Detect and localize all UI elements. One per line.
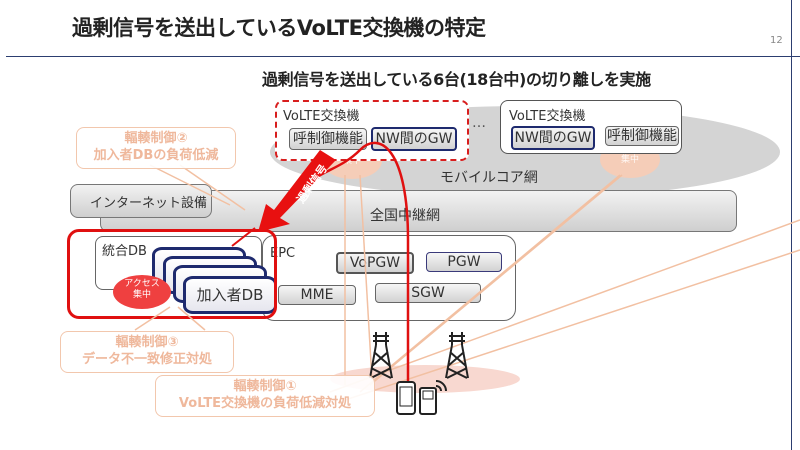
signal-flow-curve [299,141,410,385]
internet-equipment-label: インターネット設備 [90,196,208,211]
header-divider [6,56,800,57]
ellipsis: … [472,115,488,131]
subscriber-db-label: 加入者DB [196,286,264,304]
vopgw-node[interactable]: VoPGW [336,252,414,274]
feature-phone-icon [419,387,437,415]
access-line2: 集中 [132,290,151,300]
internet-equipment-box [70,184,212,218]
signal-path-line [344,249,800,401]
access-concentration-badge: アクセス 集中 [113,275,171,309]
excess-signal-arrow [258,150,336,232]
signal-path-line [359,174,621,393]
volte-switch[interactable]: VoLTE交換機 NW間のGW 呼制御機能 [500,100,682,154]
mme-node[interactable]: MME [278,285,356,305]
callout-heading: 輻輳制御① [233,379,297,394]
call-control-function[interactable]: 呼制御機能 [289,128,367,150]
callout-heading: 輻輳制御③ [115,335,179,350]
slide-title: 過剰信号を送出しているVoLTE交換機の特定 [72,16,486,40]
access-line1: アクセス [124,279,160,289]
callout-congestion-control-2: 輻輳制御② 加入者DBの負荷低減 [76,127,236,169]
callout-pointer [179,164,246,211]
callout-pointer [134,306,171,331]
access-line2: 集中 [620,155,639,165]
call-control-function[interactable]: 呼制御機能 [605,126,679,146]
wireless-signal-icon [435,380,447,392]
signal-path-line [369,174,623,386]
callout-body: 加入者DBの負荷低減 [93,148,219,163]
callout-congestion-control-3: 輻輳制御③ データ不一致修正対処 [60,331,234,373]
integrated-db-label: 統合DB [102,244,147,259]
right-border [791,0,792,450]
page-number: 12 [770,35,783,46]
callout-pointer [149,164,231,206]
signal-path-line [359,174,373,381]
callout-heading: 輻輳制御② [124,131,188,146]
volte-switch-title: VoLTE交換機 [283,109,360,124]
signal-paths [134,164,800,401]
signal-to-db-arrow [231,227,256,247]
callout-pointer [177,306,206,331]
pgw-node[interactable]: PGW [426,252,502,272]
excess-signal-arrow-shape [258,150,336,232]
volte-switch-title: VoLTE交換機 [509,109,586,124]
national-backbone-label: 全国中継網 [370,208,440,224]
access-line2: 集中 [342,156,361,166]
cell-tower-icon [445,332,469,379]
epc-box [262,235,516,321]
mobile-core-network-label: モバイルコア網 [440,170,538,186]
cell-tower-icon [369,332,393,379]
callout-body: VoLTE交換機の負荷低減対処 [178,396,352,411]
callout-congestion-control-1: 輻輳制御① VoLTE交換機の負荷低減対処 [155,375,375,417]
sgw-node[interactable]: SGW [375,283,481,303]
callout-body: データ不一致修正対処 [81,352,212,367]
volte-switch-isolated[interactable]: VoLTE交換機 呼制御機能 NW間のGW [275,100,469,161]
inter-network-gateway[interactable]: NW間のGW [511,126,595,150]
signal-path-line [329,219,800,393]
db-highlight-frame [67,229,277,319]
smartphone-icon [396,381,416,415]
slide-subtitle: 過剰信号を送出している6台(18台中)の切り離しを実施 [262,70,651,89]
